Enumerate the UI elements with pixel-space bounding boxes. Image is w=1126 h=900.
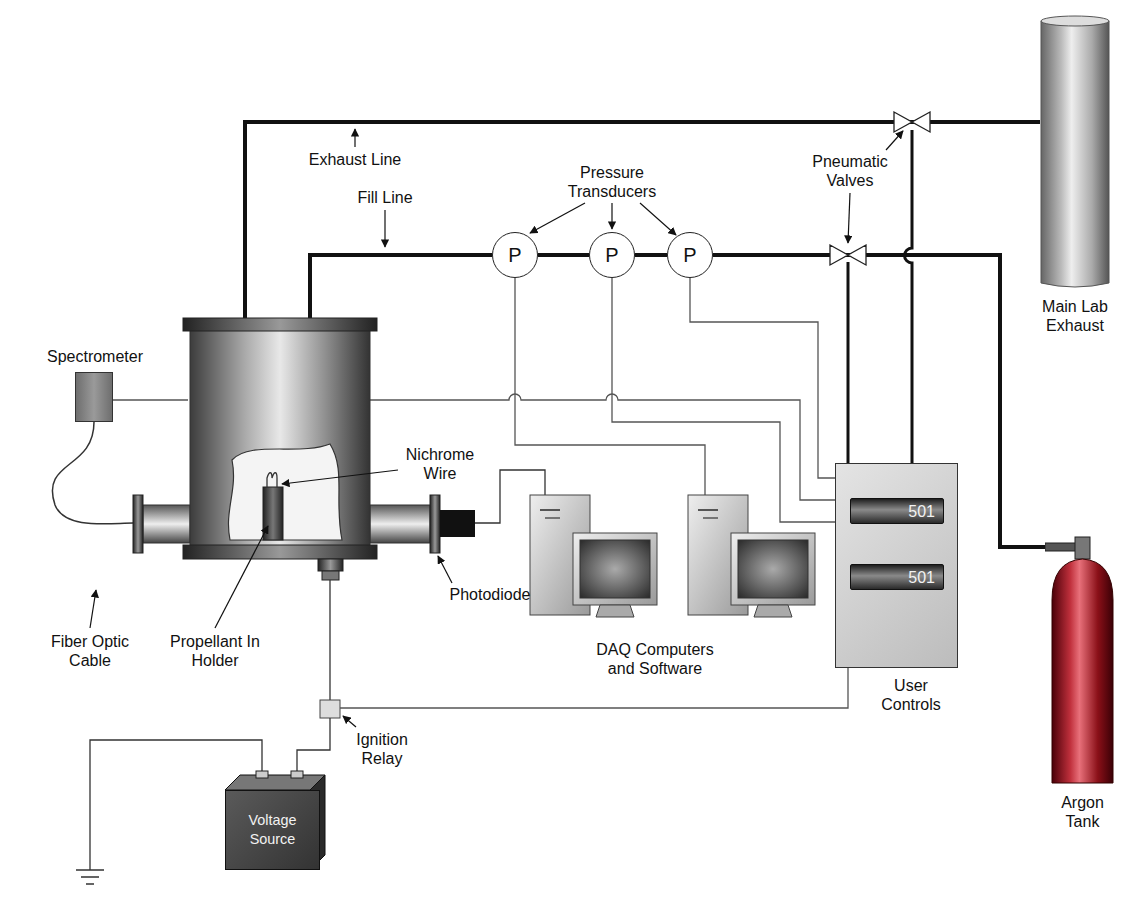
tank-outline <box>1045 535 1120 785</box>
node-label: P <box>683 244 696 266</box>
node-label: Voltage Source <box>226 811 319 849</box>
node-label: Spectrometer <box>35 347 155 366</box>
user-controls-box: User Controls501501 <box>835 463 958 668</box>
node-body: Voltage Source <box>226 791 319 869</box>
callout-label: Propellant In Holder <box>160 632 270 670</box>
pressure-transducer: P <box>667 232 713 278</box>
display-readout: 501 <box>850 564 944 590</box>
callout-label: Ignition Relay <box>342 730 422 768</box>
node-body: 501 <box>851 499 943 523</box>
callout-label: Pneumatic Valves <box>805 152 895 190</box>
callout-label: DAQ Computers and Software <box>585 640 725 678</box>
callout-label: Exhaust Line <box>295 150 415 169</box>
signal-wire <box>690 278 835 478</box>
node-label: P <box>605 244 618 266</box>
lab-exhaust-duct: Main Lab Exhaust <box>1040 15 1110 290</box>
node-label: 501 <box>908 502 943 521</box>
callout-label: Fiber Optic Cable <box>35 632 145 670</box>
pressure-transducer: P <box>492 232 538 278</box>
node-label: 501 <box>908 568 943 587</box>
argon-tank: Argon Tank <box>1045 535 1120 785</box>
voltage-source-box: Voltage Source <box>225 790 320 870</box>
node-label: P <box>508 244 521 266</box>
gas-pipe <box>713 255 1045 547</box>
callout-label: Pressure Transducers <box>557 163 667 201</box>
pressure-transducer: P <box>589 232 635 278</box>
node-body: P <box>668 233 712 277</box>
node-label: Main Lab Exhaust <box>1030 297 1120 335</box>
node-body: P <box>590 233 634 277</box>
node-label: User Controls <box>866 676 956 714</box>
callout-label: Photodiode <box>440 585 540 604</box>
callout-label: Nichrome Wire <box>400 445 480 483</box>
display-readout: 501 <box>850 498 944 524</box>
node-body: P <box>493 233 537 277</box>
duct-outline <box>1040 15 1110 290</box>
callout-label: Fill Line <box>330 188 440 207</box>
gas-pipe <box>538 253 589 257</box>
node-body: 501 <box>851 565 943 589</box>
spectrometer-box: Spectrometer <box>75 372 113 422</box>
node-label: Argon Tank <box>1045 793 1120 831</box>
gas-pipe <box>635 253 667 257</box>
